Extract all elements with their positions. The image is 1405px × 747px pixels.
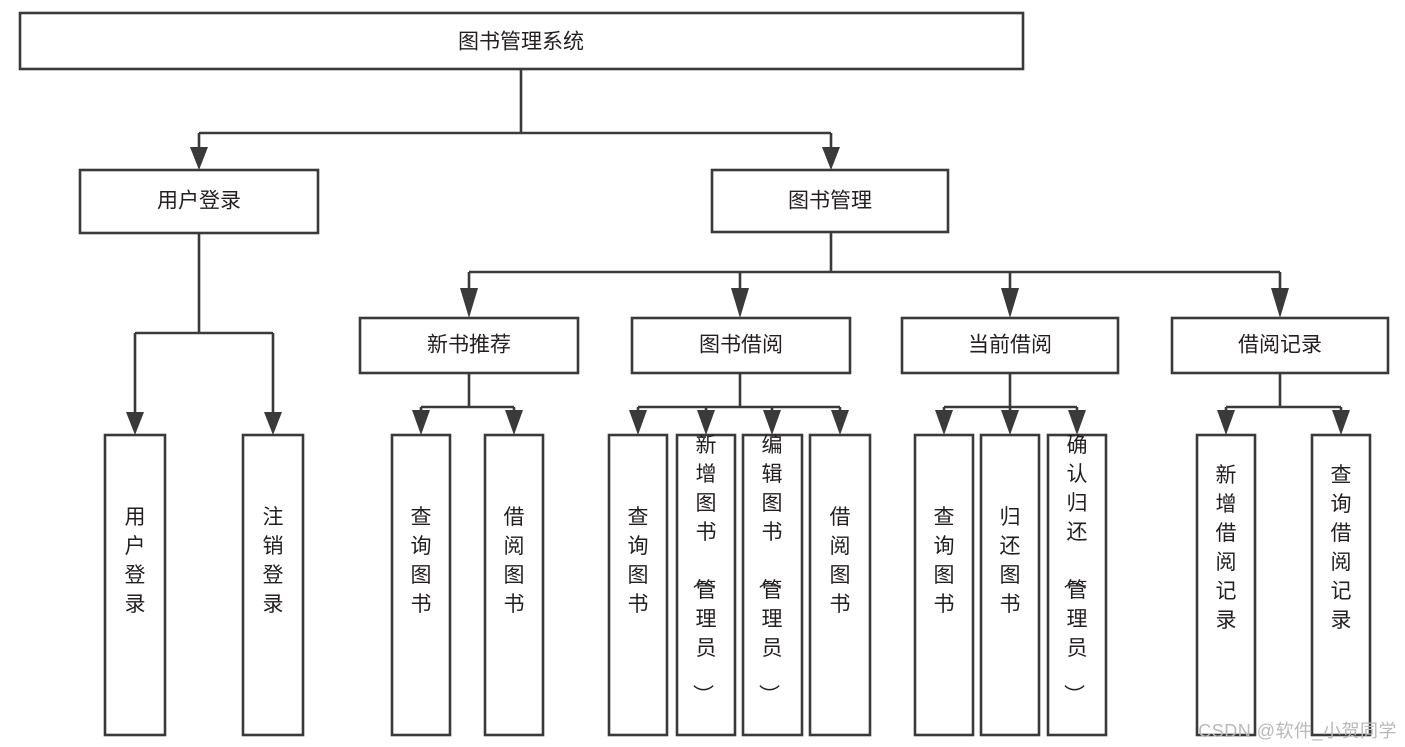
leaf-confirm-return-admin[interactable]: 确认归还（管理员） [1046,433,1108,737]
node-new-book-recommend-label: 新书推荐 [427,334,511,357]
leaf-borrow-book-newbook-label: 借阅图书 [504,506,525,616]
leaf-borrow-book-newbook[interactable]: 借阅图书 [483,433,545,737]
leaf-query-book-current[interactable]: 查询图书 [913,433,975,737]
arrowhead-leaf-return-book [1001,410,1019,435]
leaf-confirm-return-admin-label: 确认归还（管理员） [1062,434,1088,705]
node-root-system[interactable]: 图书管理系统 [18,11,1025,71]
arrowhead-to-borrow-record [1271,288,1289,318]
node-user-login-label: 用户登录 [157,190,241,213]
connector-currentborrow-to-leaves [942,373,1079,415]
arrowhead-to-current-borrow [1001,288,1019,318]
arrowhead-leaf-query-book-1 [412,410,430,435]
leaf-edit-book-admin-label: 编辑图书（管理员） [757,434,783,705]
arrowhead-to-book-borrow [731,288,749,318]
node-borrow-record-label: 借阅记录 [1238,334,1322,357]
node-new-book-recommend[interactable]: 新书推荐 [358,316,580,375]
connector-root-to-level2 [197,69,833,152]
leaf-add-book-admin-label: 新增图书（管理员） [691,434,717,705]
connector-bookmanage-to-level3 [467,232,1282,290]
arrowhead-leaf-add-record [1217,410,1235,435]
leaf-query-book-newbook-label: 查询图书 [411,506,432,616]
leaf-query-book-borrow-label: 查询图书 [628,506,649,616]
leaf-logout[interactable]: 注销登录 [241,433,305,737]
arrowhead-leaf-confirm-return [1068,410,1086,435]
leaf-logout-label: 注销登录 [263,506,284,616]
arrowhead-leaf-edit-book [763,410,781,435]
arrowhead-leaf-query-record [1332,410,1350,435]
node-current-borrow-label: 当前借阅 [968,334,1052,357]
leaf-user-login[interactable]: 用户登录 [103,433,167,737]
arrowhead-leaf-user-login [126,412,144,435]
node-user-login[interactable]: 用户登录 [78,168,320,235]
arrowhead-leaf-query-book-2 [629,410,647,435]
node-borrow-record[interactable]: 借阅记录 [1170,316,1390,375]
leaf-add-borrow-record-label: 新增借阅记录 [1216,464,1237,632]
arrowhead-leaf-add-book [697,410,715,435]
arrowhead-leaf-query-book-3 [935,410,953,435]
node-book-borrow-label: 图书借阅 [699,334,783,357]
leaf-query-book-newbook[interactable]: 查询图书 [390,433,452,737]
arrowhead-to-new-book-rec [460,288,478,318]
node-current-borrow[interactable]: 当前借阅 [900,316,1120,375]
leaf-query-book-borrow[interactable]: 查询图书 [607,433,669,737]
node-book-borrow[interactable]: 图书借阅 [630,316,852,375]
connector-userlogin-to-leaves [133,233,275,417]
arrowhead-leaf-borrow-book-1 [505,410,523,435]
arrowhead-leaf-logout [264,412,282,435]
leaf-return-book-label: 归还图书 [1000,506,1021,616]
arrowhead-to-book-manage [822,147,840,170]
connector-bookborrow-to-leaves [636,373,842,415]
arrowhead-leaf-borrow-book-2 [831,410,849,435]
leaf-query-borrow-record[interactable]: 查询借阅记录 [1310,433,1372,737]
node-root-label: 图书管理系统 [458,31,584,54]
leaf-borrow-book-borrow[interactable]: 借阅图书 [808,433,872,737]
arrowhead-to-user-login [190,147,208,170]
node-book-management-label: 图书管理 [788,190,872,213]
connector-layer [126,69,1350,435]
connector-borrowrecord-to-leaves [1224,373,1343,415]
leaf-user-login-label: 用户登录 [125,506,146,616]
leaf-edit-book-admin[interactable]: 编辑图书（管理员） [741,433,804,737]
leaf-add-borrow-record[interactable]: 新增借阅记录 [1195,433,1257,737]
leaf-return-book[interactable]: 归还图书 [979,433,1041,737]
leaf-query-book-current-label: 查询图书 [934,506,955,616]
leaf-add-book-admin[interactable]: 新增图书（管理员） [675,433,737,737]
node-book-management[interactable]: 图书管理 [710,168,950,234]
leaf-borrow-book-borrow-label: 借阅图书 [830,506,851,616]
leaf-query-borrow-record-label: 查询借阅记录 [1331,464,1352,632]
connector-newbook-to-leaves [419,373,516,415]
